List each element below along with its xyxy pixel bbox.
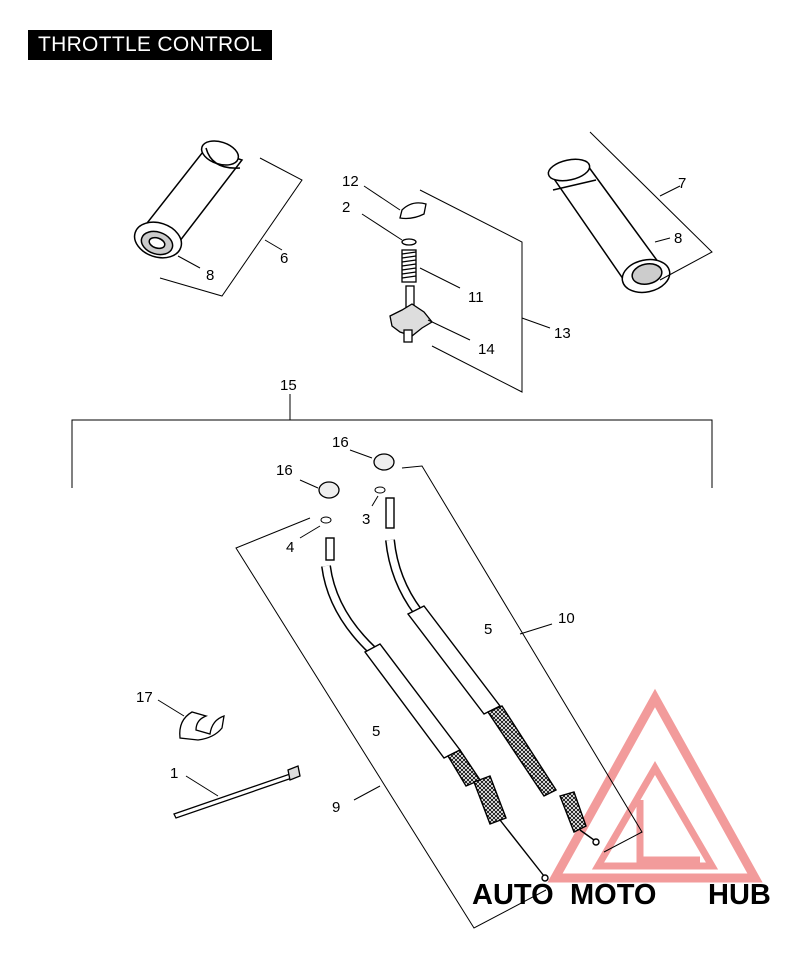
center-assembly: [389, 202, 433, 343]
clips: [299, 486, 386, 539]
bracket-13: [361, 185, 551, 393]
bracket-6: [159, 157, 303, 297]
watermark-auto: AUTO: [472, 879, 554, 911]
callout-6: 6: [280, 250, 288, 267]
wire-clip: [157, 699, 225, 741]
callout-5a: 5: [484, 621, 492, 638]
callout-1: 1: [170, 765, 178, 782]
callout-16b: 16: [276, 462, 293, 479]
callout-13: 13: [554, 325, 571, 342]
callout-15: 15: [280, 377, 297, 394]
callout-10: 10: [558, 610, 575, 627]
watermark-logo: [547, 688, 763, 883]
callout-9: 9: [332, 799, 340, 816]
callout-labels: 1 2 3 4 5 5 6 7 8 8 9 10 11 12 13 14 15 …: [136, 173, 686, 816]
callout-8a: 8: [206, 267, 214, 284]
callout-11: 11: [468, 289, 484, 306]
watermark-text: AUTO MOTO HUB: [472, 879, 771, 911]
cable-strap: [173, 765, 301, 819]
callout-3: 3: [362, 511, 370, 528]
watermark-moto: MOTO: [570, 879, 656, 911]
bracket-7: [589, 131, 713, 281]
callout-16a: 16: [332, 434, 349, 451]
callout-14: 14: [478, 341, 495, 358]
right-grip: [547, 158, 671, 294]
callout-8b: 8: [674, 230, 682, 247]
left-grip: [133, 140, 244, 259]
bracket-9: [235, 517, 547, 929]
callout-7: 7: [678, 175, 686, 192]
bracket-10: [401, 465, 643, 853]
callout-2: 2: [342, 199, 350, 216]
callout-12: 12: [342, 173, 359, 190]
cable-10: [385, 497, 600, 846]
page-title: THROTTLE CONTROL: [28, 30, 273, 60]
callout-17: 17: [136, 689, 153, 706]
watermark-hub: HUB: [708, 879, 771, 911]
callout-5b: 5: [372, 723, 380, 740]
bracket-15: [71, 394, 713, 488]
cable-9: [321, 537, 549, 882]
callout-4: 4: [286, 539, 294, 556]
ferrules: [299, 449, 395, 499]
